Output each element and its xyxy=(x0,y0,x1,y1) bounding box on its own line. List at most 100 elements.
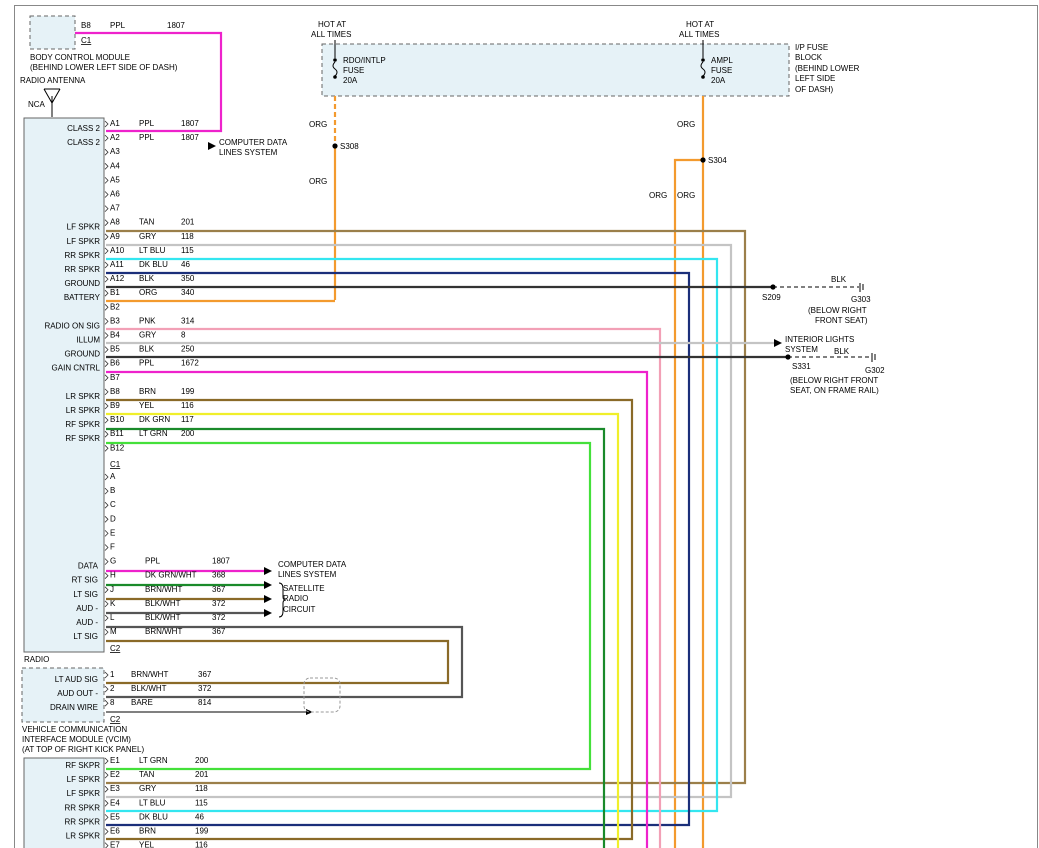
wire-color-label: LT BLU xyxy=(139,798,166,807)
circuit-number: 367 xyxy=(198,670,212,679)
pin-number: E7 xyxy=(110,841,120,848)
vcim-name-2: INTERFACE MODULE (VCIM) xyxy=(22,735,131,744)
pin-function-label: BATTERY xyxy=(64,293,101,302)
pin-number: M xyxy=(110,627,117,636)
pin-function-label: RF SPKR xyxy=(65,420,100,429)
vcim-box xyxy=(21,667,105,723)
fuse-block-label-3: (BEHIND LOWER xyxy=(795,64,860,73)
pin-number: A2 xyxy=(110,133,120,142)
pin-tick xyxy=(104,487,109,495)
radio-box xyxy=(23,117,105,653)
wire-color-label: GRY xyxy=(139,331,157,340)
splice-s308 xyxy=(332,143,338,149)
pin-number: B8 xyxy=(110,387,120,396)
wire-color-label: BRN xyxy=(139,387,156,396)
fuse-block-label: I/P FUSE xyxy=(795,43,828,52)
pin-tick xyxy=(104,374,109,382)
pin-tick xyxy=(104,148,109,156)
pin-function-label: LR SPKR xyxy=(66,406,100,415)
pin-tick xyxy=(104,558,109,565)
wire-color-label: YEL xyxy=(139,401,155,410)
pin-number: A12 xyxy=(110,274,125,283)
pin-tick xyxy=(104,332,109,339)
g302-label: G302 xyxy=(865,366,885,375)
wire-color-label: LT BLU xyxy=(139,246,166,255)
wire-color-label: DK BLU xyxy=(139,812,168,821)
pin-tick xyxy=(104,516,109,523)
circuit-number: 201 xyxy=(195,770,209,779)
pin-function-label: RR SPKR xyxy=(64,265,100,274)
hot-at-1: HOT AT xyxy=(318,20,346,29)
pin-number: E6 xyxy=(110,827,120,836)
fuse-block-label-4: LEFT SIDE xyxy=(795,74,835,83)
pin-function-label: LR SPKR xyxy=(66,832,100,841)
circuit-number: 340 xyxy=(181,288,195,297)
circuit-number: 46 xyxy=(195,812,204,821)
pin-number: A10 xyxy=(110,246,125,255)
org-label-2: ORG xyxy=(309,177,327,186)
circuit-number: 350 xyxy=(181,274,195,283)
org-label-1: ORG xyxy=(309,120,327,129)
pin-number: C xyxy=(110,500,116,509)
pin-tick xyxy=(104,530,109,537)
pin-number: H xyxy=(110,571,116,580)
circuit-number: 8 xyxy=(181,331,186,340)
g303-loc-1: (BELOW RIGHT xyxy=(808,306,867,315)
pin-function-label: RR SPKR xyxy=(64,817,100,826)
pin-number: E5 xyxy=(110,812,120,821)
circuit-number: 200 xyxy=(181,429,195,438)
blk-label-1: BLK xyxy=(831,275,847,284)
pin-function-label: LF SPKR xyxy=(67,237,101,246)
arrow-cdls-2 xyxy=(264,567,272,575)
amplifier-box xyxy=(23,757,105,848)
antenna-nca: NCA xyxy=(28,100,46,109)
pin-function-label: RF SKPR xyxy=(65,761,100,770)
circuit-number: 372 xyxy=(212,599,226,608)
page-frame xyxy=(14,5,1038,848)
pin-number: A5 xyxy=(110,175,120,184)
pin-tick xyxy=(104,586,109,594)
interior-lights-label: INTERIOR LIGHTS xyxy=(785,335,854,344)
pin-number: A11 xyxy=(110,260,124,269)
pin-function-label: GROUND xyxy=(64,279,100,288)
pin-number: K xyxy=(110,599,116,608)
radio-label: RADIO xyxy=(24,655,49,664)
cdls-2-b: LINES SYSTEM xyxy=(278,570,337,579)
pin-function-label: DRAIN WIRE xyxy=(50,703,98,712)
pin-function-label: RADIO ON SIG xyxy=(44,321,100,330)
cdls-1-b: LINES SYSTEM xyxy=(219,148,278,157)
arrow-sat-2 xyxy=(264,595,272,603)
pin-number: B4 xyxy=(110,331,120,340)
circuit-number: 367 xyxy=(212,585,226,594)
bcm-connector: C1 xyxy=(81,36,92,45)
pin-tick xyxy=(104,842,109,848)
pin-function-label: AUD - xyxy=(76,604,98,613)
s331-label: S331 xyxy=(792,362,811,371)
arrow-sat-3 xyxy=(264,609,272,617)
pin-tick xyxy=(104,771,109,779)
pin-number: B7 xyxy=(110,373,120,382)
arrow-sat-1 xyxy=(264,581,272,589)
pin-number: E3 xyxy=(110,784,120,793)
wire-color-label: BRN xyxy=(139,827,156,836)
wire-color-label: BLK/WHT xyxy=(145,599,181,608)
pin-tick xyxy=(104,163,109,170)
cdls-1-a: COMPUTER DATA xyxy=(219,138,288,147)
wire-color-label: LT GRN xyxy=(139,429,168,438)
s308-label: S308 xyxy=(340,142,359,151)
circuit-number: 250 xyxy=(181,345,195,354)
pin-function-label: GAIN CNTRL xyxy=(52,364,101,373)
pin-tick xyxy=(104,205,109,212)
circuit-number: 1807 xyxy=(181,133,199,142)
vcim-name-1: VEHICLE COMMUNICATION xyxy=(22,725,127,734)
pin-tick xyxy=(104,219,109,226)
wire-color-label: BLK/WHT xyxy=(131,684,167,693)
pin-tick xyxy=(104,544,109,551)
g302-loc-2: SEAT, ON FRAME RAIL) xyxy=(790,386,879,395)
circuit-number: 199 xyxy=(181,387,195,396)
wire-color-label: DK BLU xyxy=(139,260,168,269)
wire-color-label: YEL xyxy=(139,841,155,848)
